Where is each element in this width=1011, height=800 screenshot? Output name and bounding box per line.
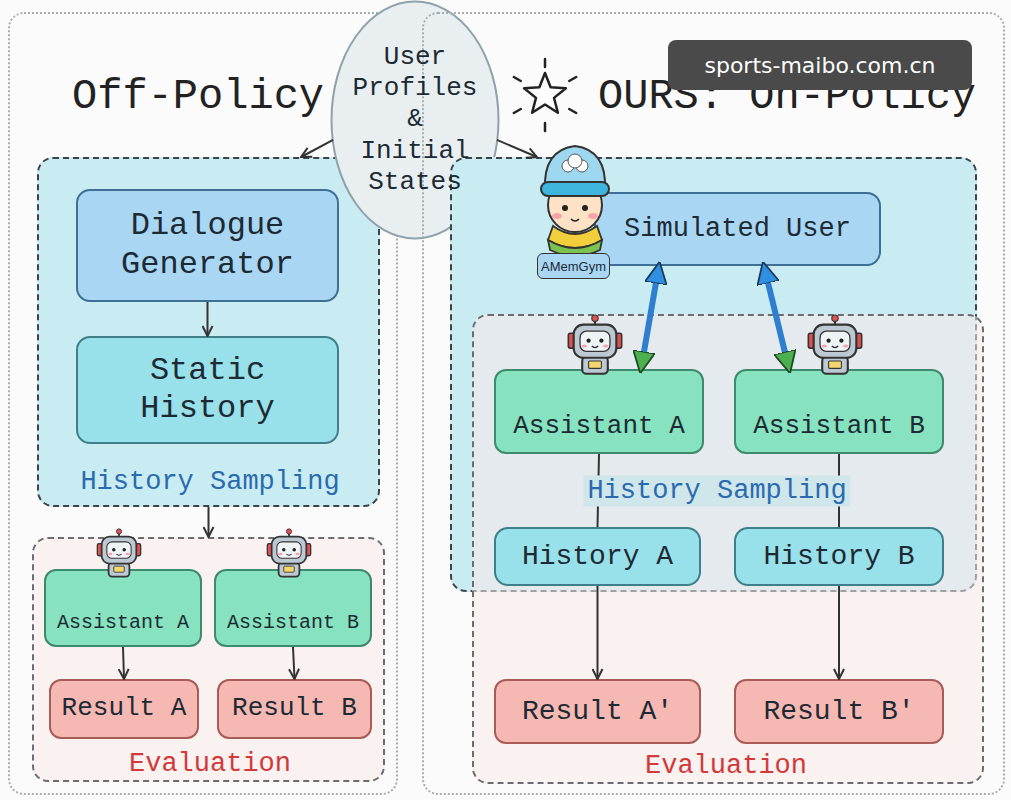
box-label: History A: [522, 540, 673, 574]
robot-icon: [97, 529, 140, 577]
result-box: Result A: [49, 679, 199, 739]
box-label: Simulated User: [624, 213, 851, 245]
policy-panel: OURS: On-PolicyHistory SamplingSimulated…: [422, 12, 1005, 795]
interaction-arrow: [764, 266, 789, 369]
star-shape: [524, 73, 566, 113]
box-label: Result B': [763, 695, 914, 729]
simulated-user-box: Simulated User: [594, 192, 881, 266]
flow-arrow: [293, 647, 295, 679]
flow-arrow: [598, 454, 600, 527]
history-box: Static History: [76, 336, 339, 444]
group-label: History Sampling: [583, 476, 850, 507]
result-box: Result B: [217, 679, 372, 739]
box-label: Result A: [62, 693, 187, 724]
evaluation-group: Evaluation Assistant A Assistant B Result A…: [32, 537, 385, 782]
history-box: History B: [734, 527, 944, 586]
avatar-mouth: [571, 219, 579, 221]
group-label: History Sampling: [80, 469, 339, 496]
user-avatar: [541, 146, 609, 256]
group-label: Evaluation: [645, 753, 807, 780]
avatar-badge: AMemGym: [537, 253, 610, 279]
box-label: Assistant A: [57, 611, 189, 635]
box-label: Dialogue Generator: [86, 207, 329, 284]
assistant-box: Assistant A: [494, 369, 704, 454]
box-label: Static History: [86, 352, 329, 429]
avatar-collar-band: [548, 240, 602, 256]
avatar-face: [548, 178, 602, 232]
flow-arrow: [838, 454, 840, 527]
ellipse-label: User Profiles & Initial States: [348, 42, 483, 198]
avatar-eye: [582, 205, 588, 211]
avatar-hat-brim: [541, 182, 609, 196]
box-label: Assistant B: [227, 611, 359, 635]
star-rays: [514, 59, 576, 131]
process-box: Dialogue Generator: [76, 189, 339, 302]
avatar-eye: [562, 205, 568, 211]
flow-arrow: [838, 586, 840, 679]
flow-arrow: [597, 586, 599, 679]
box-label: Result A': [522, 695, 673, 729]
box-label: History B: [763, 540, 914, 574]
sampling-group: History Sampling Dialogue GeneratorStatic…: [37, 157, 380, 507]
robot-icon: [808, 315, 861, 374]
avatar-cheek: [588, 213, 598, 219]
box-label: Result B: [232, 693, 357, 724]
flow-arrow: [123, 647, 124, 679]
flow-arrow: [207, 302, 209, 336]
panel-heading: Off-Policy: [72, 76, 324, 118]
evaluation-group: Evaluation Assistant A Assistant B History …: [472, 314, 984, 784]
flow-arrow: [301, 140, 333, 157]
box-label: Assistant A: [513, 411, 685, 442]
group-label: Evaluation: [129, 751, 291, 778]
watermark: sports-maibo.com.cn: [668, 40, 972, 90]
avatar-hat: [545, 146, 605, 190]
box-label: Assistant B: [753, 411, 925, 442]
flow-arrow: [208, 507, 210, 537]
assistant-box: Assistant A: [44, 569, 202, 647]
result-box: Result A': [494, 679, 701, 744]
hat-cloud-logo: [562, 154, 588, 172]
avatar-cheek: [552, 213, 562, 219]
result-box: Result B': [734, 679, 944, 744]
assistant-box: Assistant B: [214, 569, 372, 647]
robot-icon: [267, 529, 310, 577]
star-icon: [514, 59, 576, 131]
history-box: History A: [494, 527, 701, 586]
interaction-arrow: [641, 266, 659, 369]
robot-icon: [568, 315, 621, 374]
flow-arrow: [497, 140, 537, 157]
avatar-collar: [548, 226, 602, 248]
assistant-box: Assistant B: [734, 369, 944, 454]
